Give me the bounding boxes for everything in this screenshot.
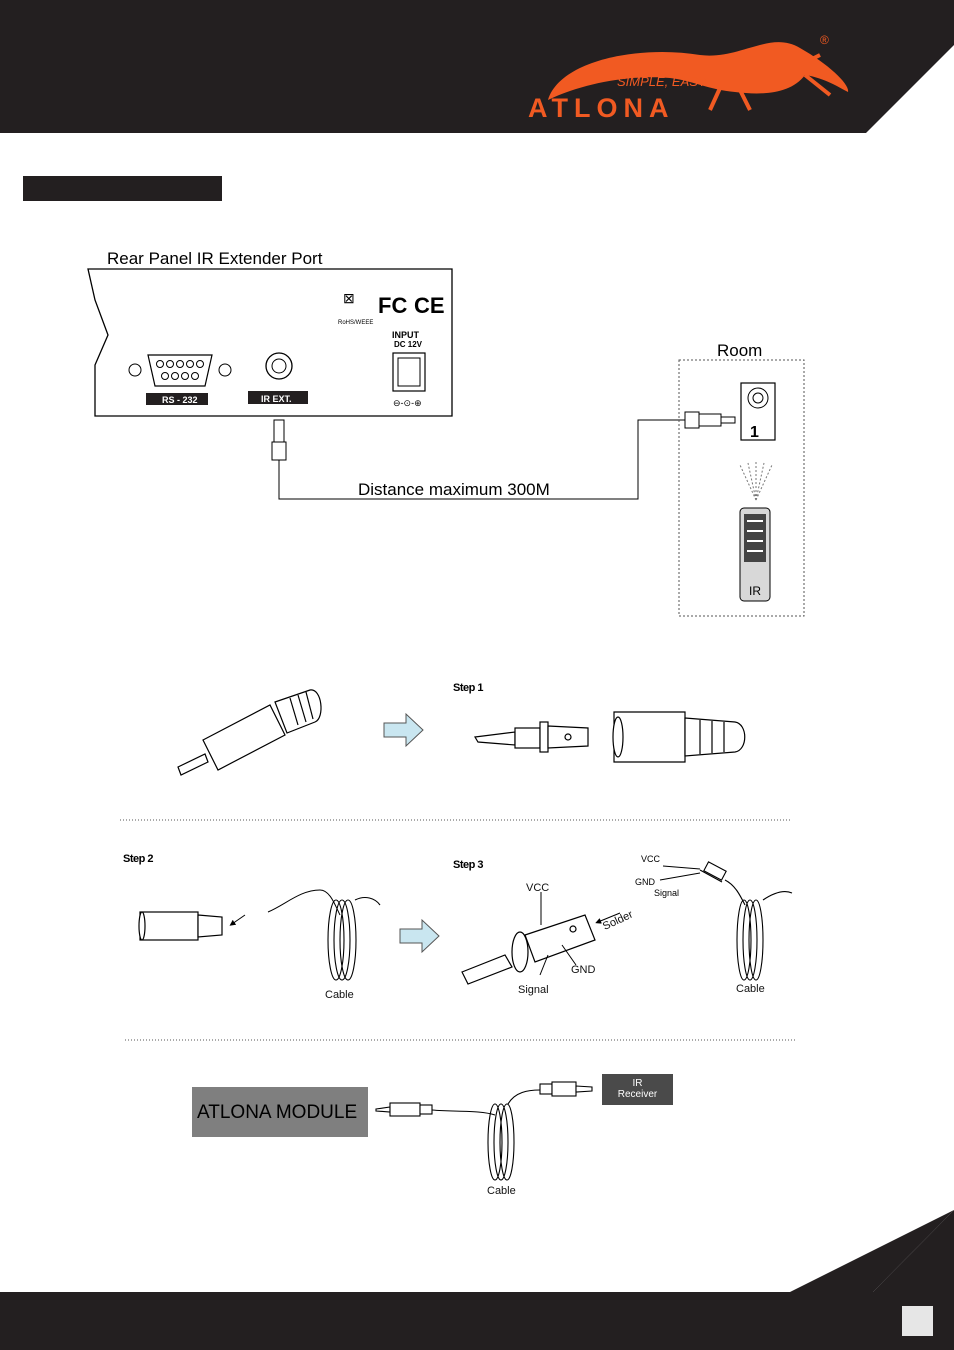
module-plug-illustration bbox=[375, 1102, 433, 1117]
gnd-small-label: GND bbox=[635, 877, 655, 887]
fc-mark: FC bbox=[378, 293, 407, 318]
ir-ext-label: IR EXT. bbox=[261, 394, 292, 404]
solder-plug-illustration bbox=[461, 914, 596, 985]
ir-receiver-label-line1: IR bbox=[632, 1078, 643, 1089]
assembly-diagram bbox=[120, 689, 795, 1181]
input-label: INPUT bbox=[392, 330, 420, 340]
brand-slogan: SIMPLE, EASY bbox=[617, 74, 708, 89]
cable-label-step3: Cable bbox=[736, 983, 765, 995]
weee-mark: ⊠ bbox=[343, 290, 355, 306]
weee-label: RoHS/WEEE bbox=[338, 320, 373, 326]
remote-label: IR bbox=[749, 584, 761, 598]
ce-mark: CE bbox=[414, 293, 445, 318]
ir-jack-plug bbox=[273, 419, 285, 443]
atlona-module-box: ATLONA MODULE bbox=[192, 1087, 368, 1137]
arrow-right-icon-2 bbox=[399, 918, 440, 954]
assembled-plug-illustration bbox=[177, 689, 322, 776]
room-label: Room bbox=[717, 341, 763, 360]
footer-band bbox=[0, 1210, 954, 1350]
cable-label-connection: Cable bbox=[487, 1185, 516, 1197]
coiled-cable-illustration bbox=[327, 896, 381, 981]
coiled-cable-illustration-2 bbox=[487, 1089, 541, 1181]
signal-small-label: Signal bbox=[654, 888, 680, 898]
distance-label: Distance maximum 300M bbox=[358, 480, 550, 499]
rs232-label: RS - 232 bbox=[162, 395, 198, 405]
page-number-box bbox=[902, 1306, 933, 1336]
plug-tip-illustration bbox=[474, 721, 589, 753]
arrow-right-icon bbox=[383, 712, 424, 748]
receiver-number: 1 bbox=[750, 424, 759, 441]
rs232-port bbox=[147, 354, 213, 387]
signal-label: Signal bbox=[518, 984, 549, 996]
header-band: SIMPLE, EASY ATLONA ® bbox=[0, 0, 954, 133]
ir-beam-icon bbox=[739, 462, 773, 501]
cable-label-step2: Cable bbox=[325, 989, 354, 1001]
rear-panel-diagram: RS - 232 IR EXT. ⊠ RoHS/WEEE FC CE INPUT… bbox=[87, 268, 805, 617]
gnd-label: GND bbox=[571, 964, 596, 976]
section-title-bar bbox=[23, 176, 222, 201]
cable-with-plug-illustration bbox=[699, 861, 793, 981]
plug-housing-illustration bbox=[612, 711, 746, 763]
ir-receiver-box: IR Receiver bbox=[602, 1074, 673, 1105]
remote-control-icon bbox=[739, 507, 771, 602]
svg-text:⊖-⊙-⊕: ⊖-⊙-⊕ bbox=[393, 398, 422, 408]
ir-receiver-label-line2: Receiver bbox=[617, 1089, 658, 1100]
step1-label: Step 1 bbox=[453, 682, 484, 694]
step3-label: Step 3 bbox=[453, 859, 484, 871]
step2-label: Step 2 bbox=[123, 853, 154, 865]
vcc-label: VCC bbox=[526, 882, 550, 894]
atlona-salamander-logo bbox=[548, 42, 849, 111]
step2-housing-illustration bbox=[138, 911, 223, 941]
registered-mark: ® bbox=[820, 33, 829, 47]
ir-ext-port bbox=[265, 352, 293, 380]
dc-label: DC 12V bbox=[394, 340, 423, 349]
receiver-plug-illustration bbox=[539, 1081, 593, 1097]
brand-logo-text: ATLONA bbox=[528, 93, 674, 123]
extension-cable bbox=[278, 419, 685, 500]
atlona-module-label: ATLONA MODULE bbox=[197, 1102, 358, 1123]
vcc-small-label: VCC bbox=[641, 854, 661, 864]
room-box bbox=[678, 359, 805, 617]
panel-diagram-title: Rear Panel IR Extender Port bbox=[107, 249, 323, 268]
